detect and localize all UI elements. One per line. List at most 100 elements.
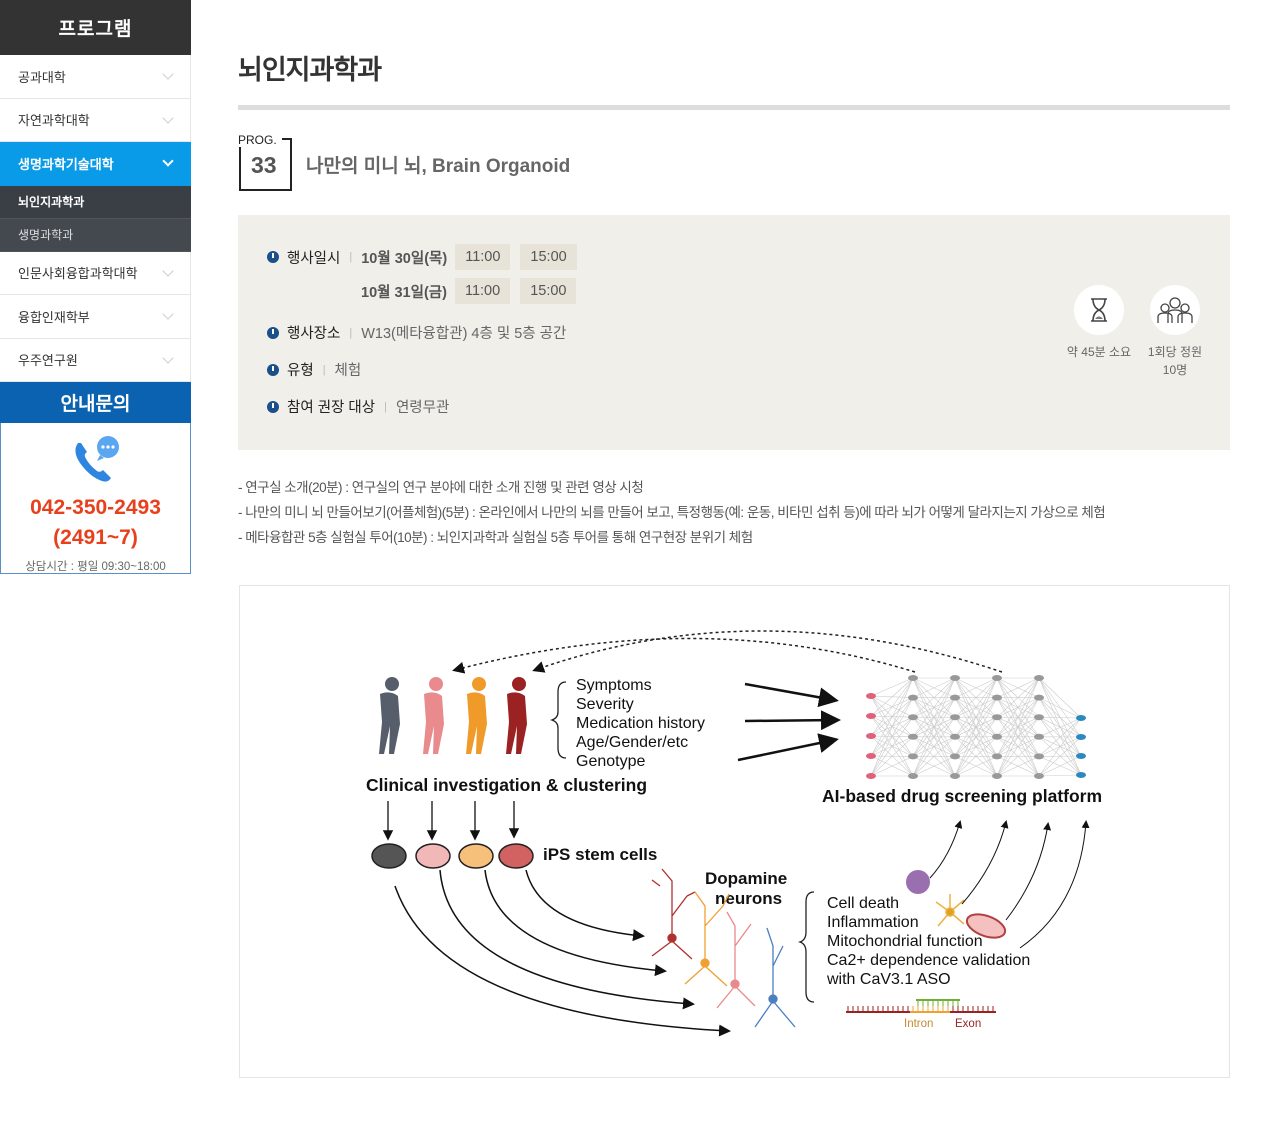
- patient-icon: [379, 677, 400, 754]
- sidebar-item-natural-science[interactable]: 자연과학대학: [0, 98, 191, 142]
- nn-edge: [912, 697, 956, 777]
- factor-label: Genotype: [576, 753, 645, 770]
- factor-label: Symptoms: [576, 677, 652, 694]
- sidebar-item-space[interactable]: 우주연구원: [0, 338, 191, 382]
- nn-edge: [1038, 716, 1082, 757]
- nn-edge: [954, 677, 998, 718]
- info-row-type: 유형| 체험: [267, 359, 361, 380]
- nn-node: [992, 733, 1002, 740]
- nn-node: [1034, 675, 1044, 681]
- nn-edge: [912, 677, 956, 718]
- contact-hours: 상담시간 : 평일 09:30~18:00: [25, 561, 166, 573]
- sidebar-item-label: 자연과학대학: [18, 113, 90, 129]
- sidebar-item-humanities[interactable]: 인문사회융합과학대학: [0, 251, 191, 295]
- sidebar-subitem-biology[interactable]: 생명과학과: [0, 218, 191, 252]
- factor-label: Severity: [576, 696, 634, 713]
- nn-node: [950, 773, 960, 779]
- patient-figures: [379, 677, 527, 754]
- session-time[interactable]: 11:00: [455, 244, 511, 270]
- nn-edge: [996, 677, 1040, 777]
- neuron-illustrations: [651, 868, 796, 1028]
- people-icon: [1157, 297, 1193, 323]
- chevron-down-icon: [162, 112, 174, 124]
- sidebar-item-life-science[interactable]: 생명과학기술대학: [0, 142, 191, 186]
- nn-edge: [912, 677, 956, 698]
- session-time[interactable]: 11:00: [454, 278, 511, 304]
- assay-label: Cell death: [827, 895, 899, 912]
- sidebar-item-label: 융합인재학부: [18, 309, 90, 325]
- nn-node: [950, 733, 960, 740]
- contact-extension: (2491~7): [53, 526, 138, 549]
- capacity-stat: 1회당 정원 10명: [1135, 285, 1215, 379]
- sidebar-subitem-brain-cognitive[interactable]: 뇌인지과학과: [0, 185, 191, 219]
- nn-edge: [1038, 717, 1082, 757]
- sidebar-item-label: 우주연구원: [18, 353, 78, 369]
- phone-icon: [74, 436, 119, 482]
- bracket: [549, 681, 567, 759]
- contact-phone[interactable]: 042-350-2493: [30, 496, 161, 519]
- assay-label: Ca2+ dependence validation: [827, 952, 1030, 969]
- duration-text: 약 45분 소요: [1066, 345, 1132, 359]
- sidebar-item-engineering[interactable]: 공과대학: [0, 55, 191, 99]
- nn-edge: [1038, 717, 1082, 777]
- nn-edge: [954, 677, 998, 698]
- program-info-box: 행사일시| 10월 30일(목) 11:00 15:00 10월 31일(금) …: [238, 215, 1230, 450]
- nn-node: [908, 733, 918, 740]
- capacity-text: 1회당 정원: [1147, 345, 1203, 359]
- capacity-count: 10명: [1162, 363, 1188, 377]
- ips-cells: [371, 843, 534, 869]
- nn-node: [866, 713, 876, 719]
- nn-edge: [954, 677, 998, 777]
- nn-edge: [996, 677, 1040, 737]
- nn-node: [1034, 694, 1044, 701]
- nn-edge: [912, 756, 956, 777]
- session-time[interactable]: 15:00: [520, 278, 577, 304]
- nn-edge: [870, 756, 914, 777]
- sidebar-item-label: 공과대학: [18, 69, 66, 85]
- session-date: 10월 31일(금): [361, 284, 447, 301]
- nn-node: [1076, 734, 1086, 740]
- clock-icon: [267, 400, 279, 413]
- nn-edge: [1038, 677, 1082, 719]
- session-date: 10월 30일(목): [361, 250, 448, 267]
- program-number: 33: [251, 152, 277, 178]
- nn-node: [950, 675, 960, 681]
- nn-node: [1076, 715, 1086, 721]
- nn-edge: [996, 697, 1040, 777]
- neural-network: [866, 675, 1086, 779]
- dopamine-label: Dopamine: [705, 869, 787, 888]
- dead-cell-icon: [906, 870, 930, 894]
- session-time[interactable]: 15:00: [520, 244, 577, 270]
- clock-icon: [267, 326, 279, 339]
- down-arrows: [382, 801, 520, 841]
- patient-icon: [466, 677, 487, 754]
- nn-node: [1034, 753, 1044, 760]
- program-figure: Symptoms Severity Medication history Age…: [239, 585, 1230, 1078]
- nn-edge: [870, 736, 914, 777]
- nn-edge: [912, 717, 956, 777]
- nn-edge: [1038, 697, 1082, 719]
- nn-edge: [870, 677, 914, 777]
- assay-label: Mitochondrial function: [827, 933, 983, 950]
- nn-node: [908, 773, 918, 779]
- nn-edge: [996, 756, 1040, 777]
- info-value: W13(메타융합관) 4층 및 5층 공간: [361, 326, 567, 342]
- nn-edge: [954, 717, 998, 777]
- nn-edge: [996, 717, 1040, 777]
- sidebar-item-convergence[interactable]: 융합인재학부: [0, 295, 191, 339]
- microglia-icon: [935, 894, 965, 927]
- duration-stat: 약 45분 소요: [1059, 285, 1139, 361]
- nn-node: [908, 753, 918, 760]
- nn-node: [1034, 714, 1044, 721]
- nn-edge: [996, 736, 1040, 777]
- factor-label: Age/Gender/etc: [576, 734, 688, 751]
- nn-node: [992, 714, 1002, 721]
- nn-edge: [954, 677, 998, 757]
- nn-node: [908, 675, 918, 681]
- nn-node: [866, 773, 876, 779]
- nn-node: [908, 714, 918, 721]
- nn-node: [992, 694, 1002, 701]
- mitochondria-icon: [965, 913, 1007, 939]
- nn-edge: [954, 677, 998, 737]
- exon-label: Exon: [955, 1018, 981, 1030]
